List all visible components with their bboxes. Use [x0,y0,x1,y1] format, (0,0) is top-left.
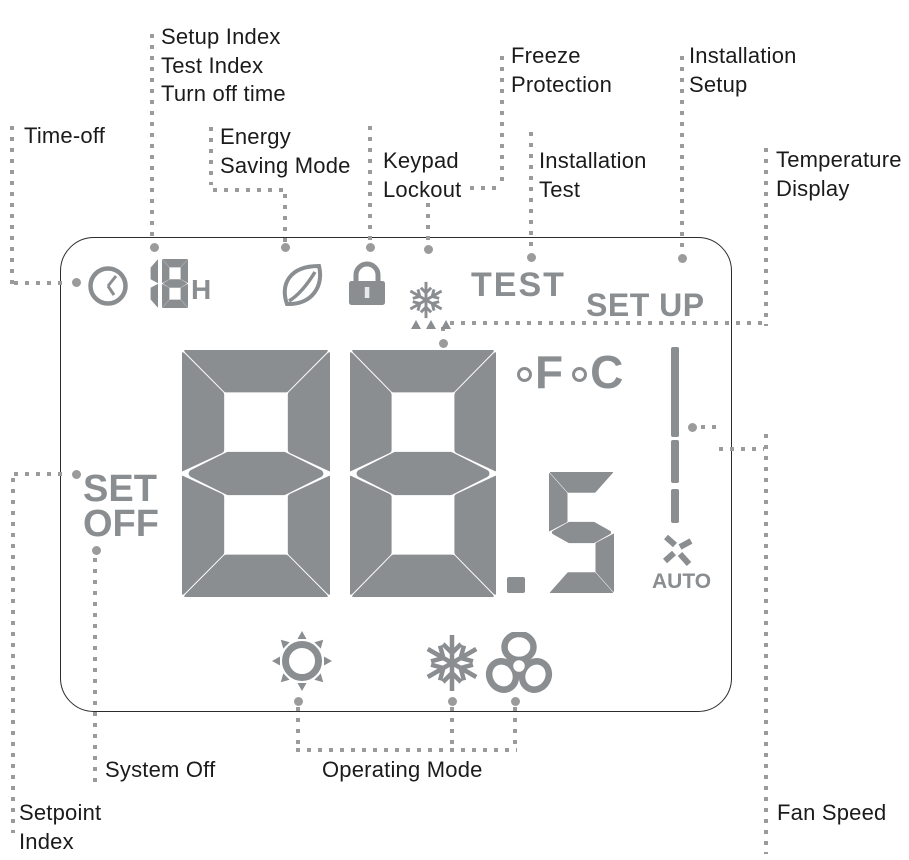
temp-display-line-h [450,321,764,325]
setup-indicator: SET UP [586,287,705,323]
decimal-point-segment [507,577,525,593]
cool-mode-pointer-dot [448,697,457,706]
clock-icon [87,265,129,307]
fan-icon [484,630,554,696]
digit-5-segment [549,472,614,593]
label-installation-test: Installation Test [539,148,647,202]
freeze-snowflake-icon [406,280,446,320]
label-time-off: Time-off [24,123,106,148]
digit-8-segment [350,350,496,597]
temperature-digits [182,350,614,597]
fan-speed-line-h1 [701,425,717,429]
sun-icon [271,627,333,693]
degree-icon [517,366,532,382]
operating-mode-line-h [296,748,517,752]
test-indicator: TEST [471,266,566,304]
fan-speed-bar-2 [671,440,679,483]
setpoint-arrows-icon [408,318,454,330]
label-freeze-protection: Freeze Protection [511,43,613,97]
operating-mode-line-v2 [450,707,454,750]
cool-snowflake-icon [421,632,483,694]
leaf-icon [279,259,325,309]
freeze-line-v2 [426,203,430,245]
temp-display-line-v [764,148,768,326]
set-off-indicator: SET OFF [83,468,159,545]
label-fan-speed: Fan Speed [777,800,887,825]
setpoint-pointer-dot [72,470,81,479]
label-setup-index: Setup Index Test Index Turn off time [161,24,286,106]
energy-pointer-dot [281,243,290,252]
temp-display-line-drop [441,327,445,338]
install-setup-pointer-dot [678,254,687,263]
fan-speed-line-h2 [719,447,764,451]
hours-digits [132,259,189,308]
heat-mode-pointer-dot [294,697,303,706]
fan-speed-bar-3 [671,489,679,523]
freeze-line-h [470,186,503,190]
install-test-pointer-dot [527,253,536,262]
keypad-line-v [368,126,372,242]
freeze-line-v1 [500,56,504,187]
time-off-line-h [14,281,68,285]
label-keypad-lockout: Keypad Lockout [383,148,462,202]
fan-speed-pointer-dot [688,423,697,432]
operating-mode-line-v3 [513,707,517,750]
degree-icon [572,366,588,382]
digit-1-segment [132,259,158,308]
setpoint-line-h [14,472,68,476]
fan-speed-bar-1 [671,347,679,437]
label-temperature-display: Temperature Display [776,147,902,201]
fan-mode-pointer-dot [511,697,520,706]
energy-line-v1 [209,127,213,185]
unit-fahrenheit: F [535,346,564,398]
fan-pinwheel-icon [659,534,697,567]
freeze-pointer-dot [424,245,433,254]
label-installation-setup: Installation Setup [689,43,797,97]
system-off-pointer-dot [92,546,101,555]
temp-display-pointer-dot [439,339,448,348]
label-system-off: System Off [105,757,216,782]
system-off-line-v [93,558,97,783]
fan-speed-line-v [764,434,768,854]
fan-auto-indicator: AUTO [652,570,712,593]
digit-8-segment [182,350,330,597]
setup-index-line-v [150,34,154,242]
keypad-pointer-dot [366,243,375,252]
install-setup-line-v [680,56,684,253]
setpoint-line-v [11,478,15,833]
digit-8-segment [162,259,188,308]
energy-line-h [213,188,283,192]
time-off-pointer-dot [72,278,81,287]
label-energy-saving: Energy Saving Mode [220,124,351,178]
install-test-line-v [529,132,533,252]
padlock-icon [346,260,388,307]
label-operating-mode: Operating Mode [322,757,483,782]
label-setpoint-index: Setpoint Index [19,800,102,854]
unit-celsius: C [590,346,624,398]
setup-index-pointer-dot [150,243,159,252]
time-off-line-v [10,126,14,284]
operating-mode-line-v1 [296,707,300,750]
hours-unit: H [191,274,212,305]
energy-line-v2 [283,194,287,242]
